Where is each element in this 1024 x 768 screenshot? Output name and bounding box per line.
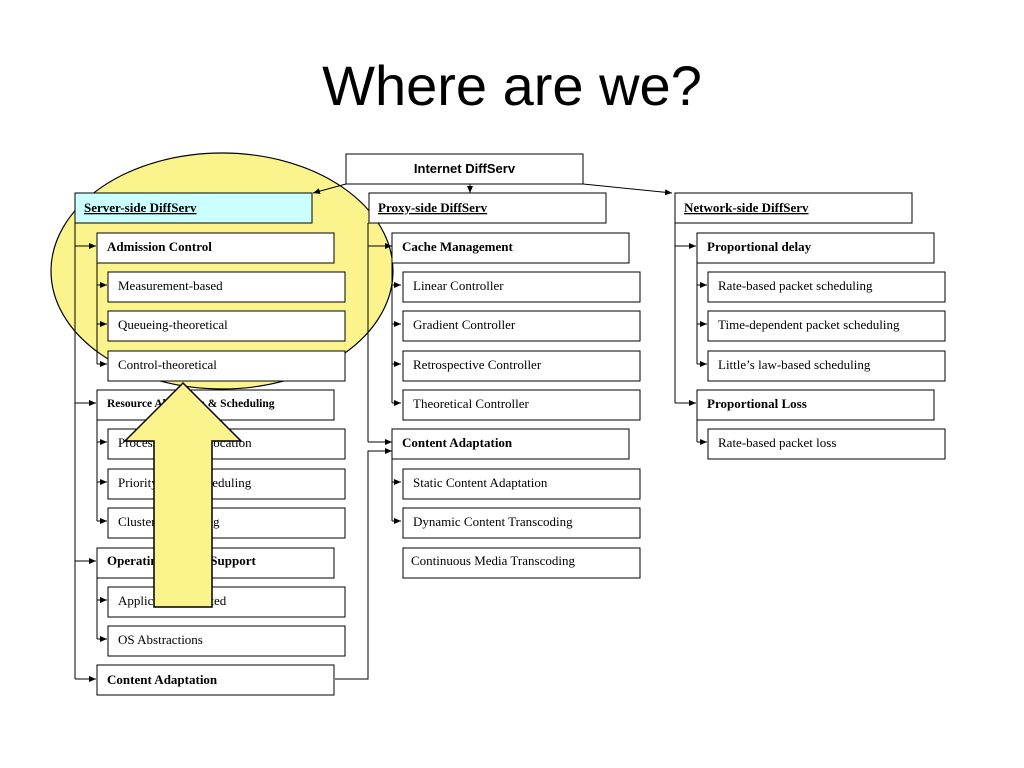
- node-continuous-media-transcoding: Continuous Media Transcoding: [402, 547, 641, 579]
- node-server-content-adaptation: Content Adaptation: [96, 664, 335, 696]
- node-label: Proxy-side DiffServ: [378, 200, 488, 215]
- node-label: Admission Control: [107, 239, 212, 254]
- node-label: Proportional delay: [707, 239, 812, 254]
- node-proportional-loss: Proportional Loss: [696, 389, 935, 421]
- node-retrospective-controller: Retrospective Controller: [402, 350, 641, 382]
- node-label: OS Abstractions: [118, 632, 203, 647]
- node-control-theoretical: Control-theoretical: [107, 350, 346, 382]
- node-theoretical-controller: Theoretical Controller: [402, 389, 641, 421]
- node-priority-based-scheduling: Priority-based scheduling: [107, 468, 346, 500]
- node-proxy-content-adaptation: Content Adaptation: [391, 428, 630, 460]
- node-label: Measurement-based: [118, 278, 223, 293]
- node-application-oriented: Application-oriented: [107, 586, 346, 618]
- node-proportional-delay: Proportional delay: [696, 232, 935, 264]
- node-queueing-theoretical: Queueing-theoretical: [107, 310, 346, 342]
- node-label: Network-side DiffServ: [684, 200, 809, 215]
- node-label: Proportional Loss: [707, 396, 807, 411]
- node-label: Internet DiffServ: [414, 161, 516, 176]
- node-operating-system-support: Operating System Support: [96, 547, 335, 579]
- node-label: Dynamic Content Transcoding: [413, 514, 573, 529]
- node-label: Content Adaptation: [402, 435, 513, 450]
- node-time-dependent-packet-scheduling: Time-dependent packet scheduling: [707, 310, 946, 342]
- node-server-side-diffserv: Server-side DiffServ: [74, 192, 313, 224]
- node-proxy-side-diffserv: Proxy-side DiffServ: [368, 192, 607, 224]
- node-gradient-controller: Gradient Controller: [402, 310, 641, 342]
- node-label: Static Content Adaptation: [413, 475, 548, 490]
- node-label: Retrospective Controller: [413, 357, 542, 372]
- node-rate-based-packet-loss: Rate-based packet loss: [707, 428, 946, 460]
- node-dynamic-content-transcoding: Dynamic Content Transcoding: [402, 507, 641, 539]
- node-internet-diffserv: Internet DiffServ: [345, 153, 584, 185]
- node-label: Theoretical Controller: [413, 396, 530, 411]
- node-measurement-based: Measurement-based: [107, 271, 346, 303]
- node-label: Little’s law-based scheduling: [718, 357, 871, 372]
- node-label: Linear Controller: [413, 278, 504, 293]
- node-label: Control-theoretical: [118, 357, 217, 372]
- node-label: Time-dependent packet scheduling: [718, 317, 900, 332]
- node-admission-control: Admission Control: [96, 232, 335, 264]
- node-label: Gradient Controller: [413, 317, 516, 332]
- node-network-side-diffserv: Network-side DiffServ: [674, 192, 913, 224]
- node-linear-controller: Linear Controller: [402, 271, 641, 303]
- node-rate-based-packet-scheduling: Rate-based packet scheduling: [707, 271, 946, 303]
- node-label: Cache Management: [402, 239, 514, 254]
- node-cluster-partitioning: Cluster partitioning: [107, 507, 346, 539]
- node-label: Continuous Media Transcoding: [411, 553, 575, 568]
- up-arrow-icon: [123, 381, 243, 608]
- node-label: Content Adaptation: [107, 672, 218, 687]
- node-label: Server-side DiffServ: [84, 200, 197, 215]
- node-static-content-adaptation: Static Content Adaptation: [402, 468, 641, 500]
- node-label: Queueing-theoretical: [118, 317, 228, 332]
- node-os-abstractions: OS Abstractions: [107, 625, 346, 657]
- node-label: Rate-based packet scheduling: [718, 278, 873, 293]
- node-littles-law-based-scheduling: Little’s law-based scheduling: [707, 350, 946, 382]
- connector-lines: [74, 183, 707, 682]
- node-label: Rate-based packet loss: [718, 435, 836, 450]
- node-cache-management: Cache Management: [391, 232, 630, 264]
- slide-title: Where are we?: [322, 54, 702, 117]
